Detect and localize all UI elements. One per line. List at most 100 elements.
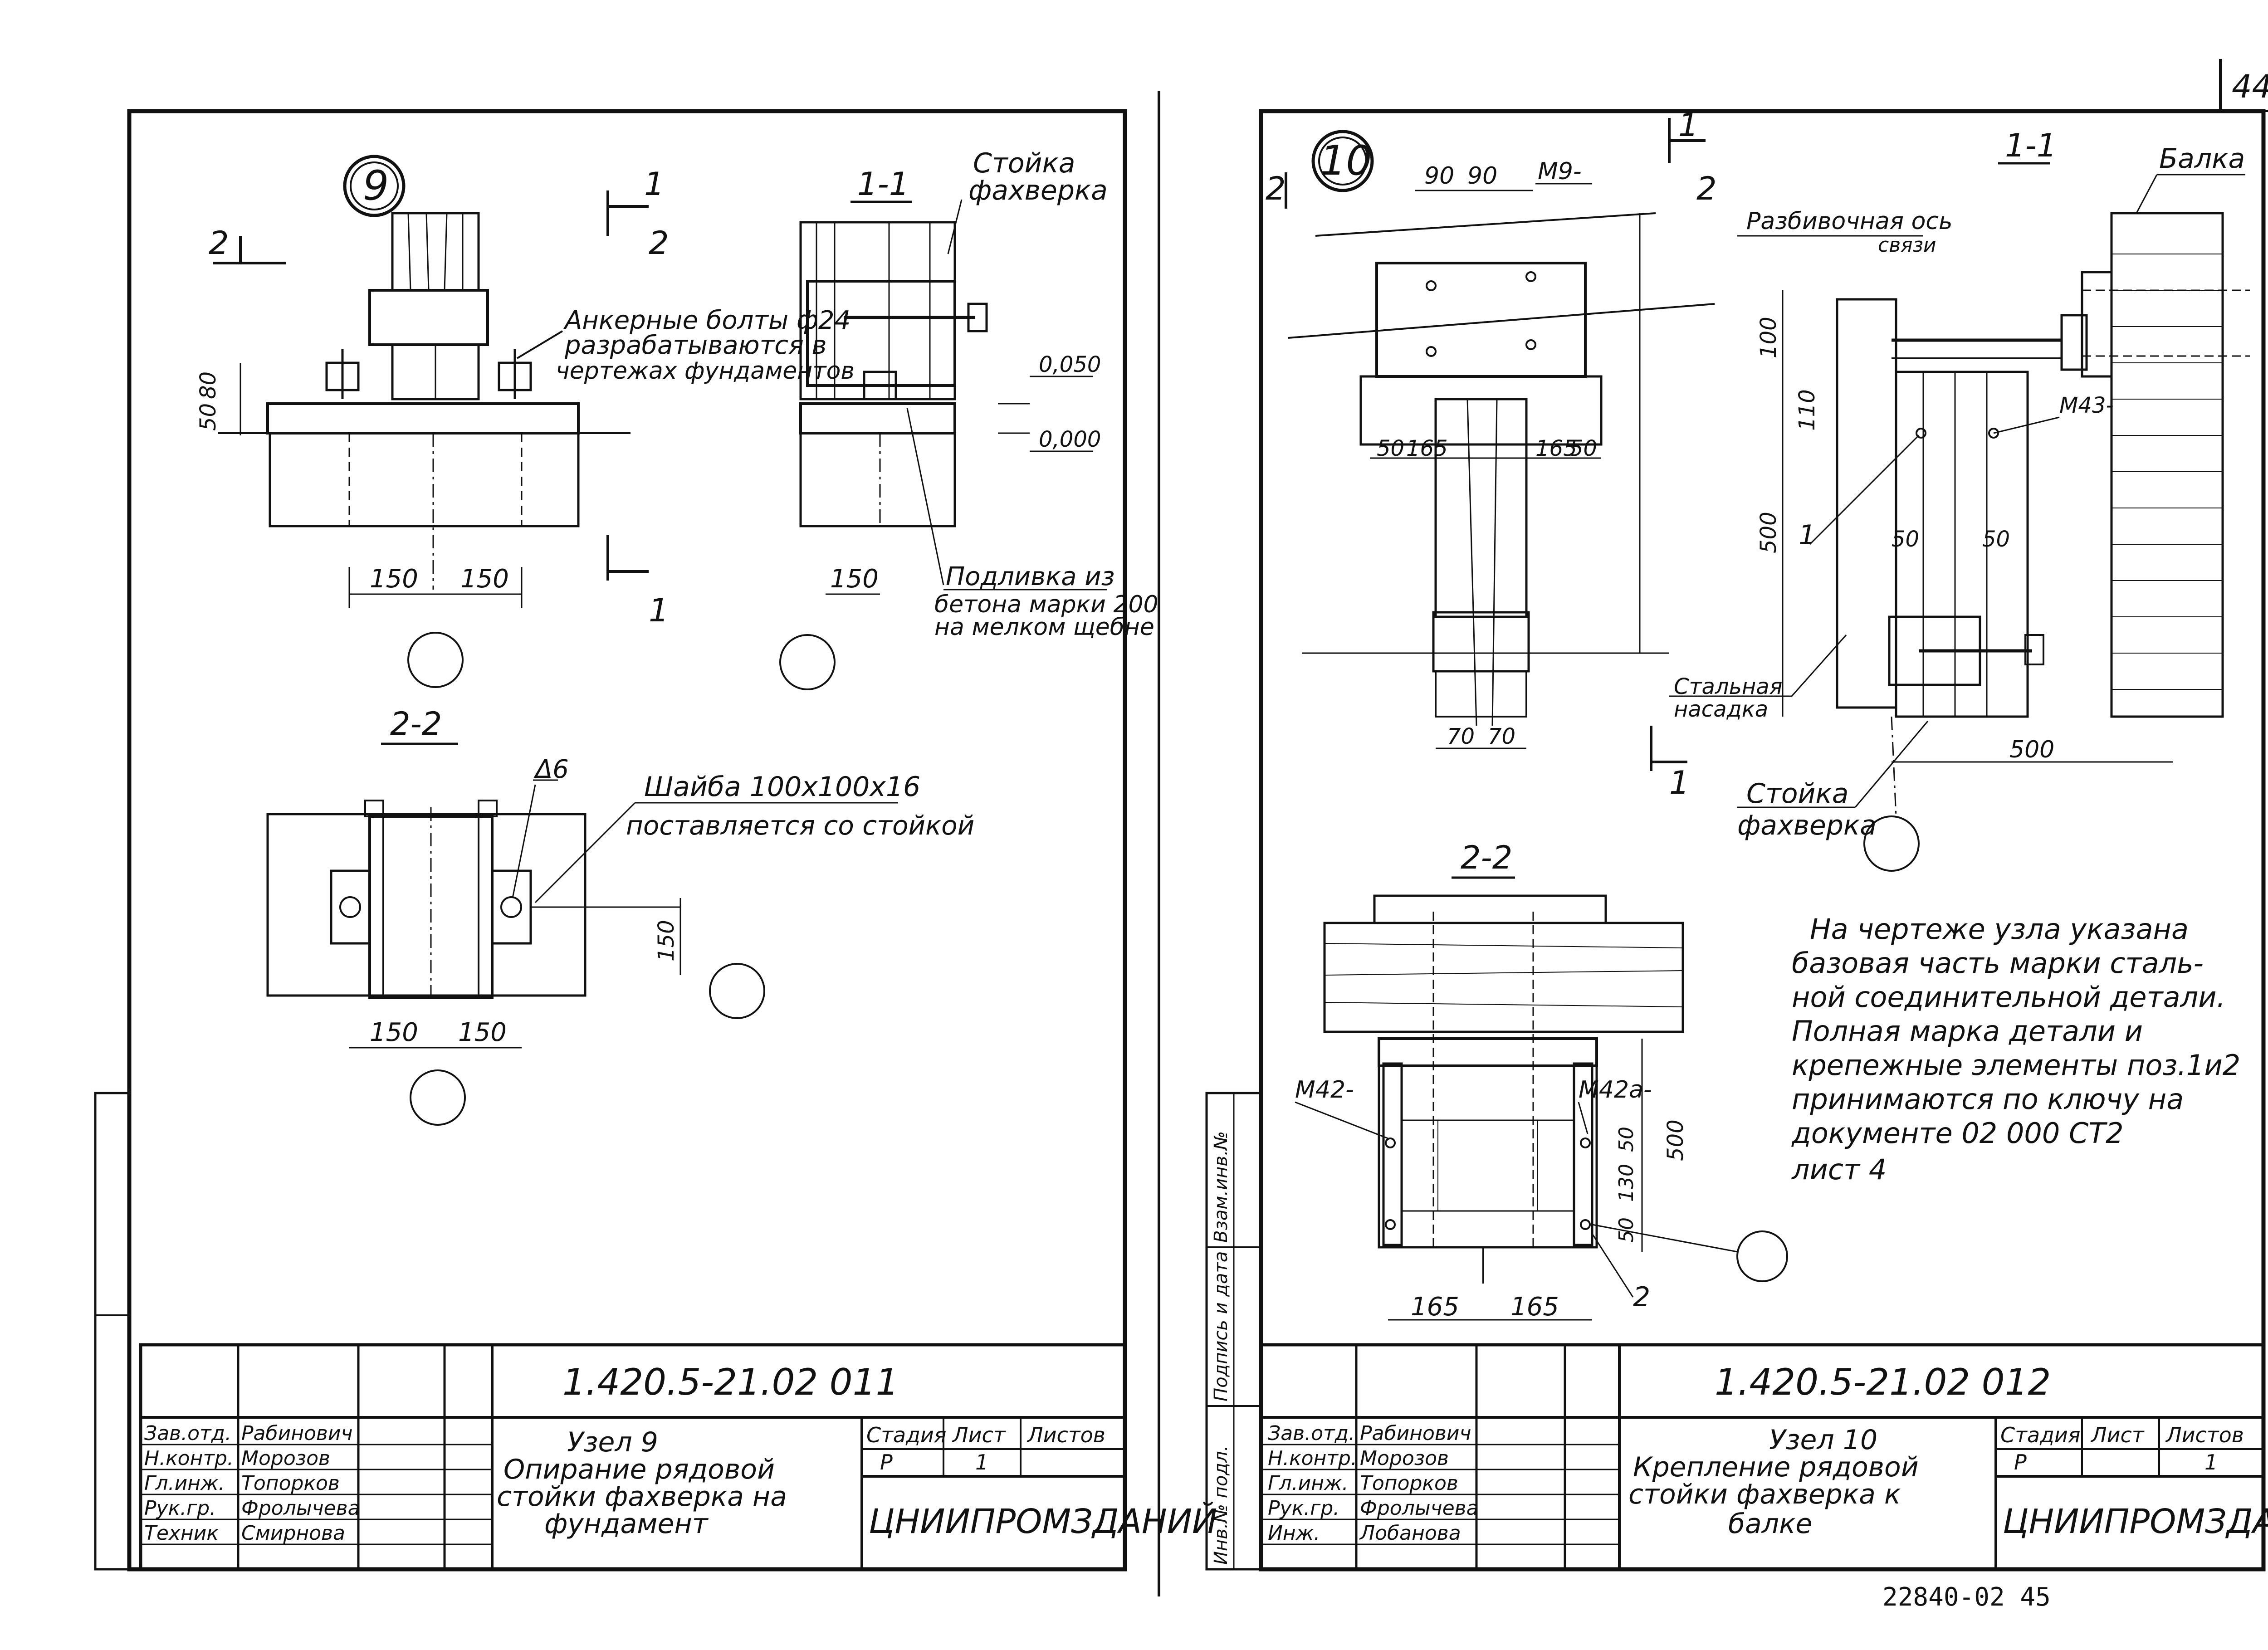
dim-50-left: 50 [1377, 436, 1404, 461]
level-0050: 0,050 [1039, 352, 1101, 377]
dim-50-22-a: 50 [1615, 1127, 1638, 1152]
right-role-1: Н.контр. [1268, 1447, 1357, 1470]
left-name-2: Топорков [241, 1472, 340, 1495]
right-cut-2-left: 2 [1266, 170, 1286, 207]
stamp-replace: Взам.инв.№ [1211, 1131, 1232, 1243]
right-sheet: 10 1 2 2 90 90 M9- 5 [1205, 107, 2268, 1571]
left-sheet: 9 2 1 2 [94, 147, 1217, 1571]
right-title-2: Крепление рядовой [1633, 1451, 1919, 1483]
node-9-number: 9 [363, 162, 389, 210]
right-role-3: Рук.гр. [1268, 1497, 1339, 1520]
right-name-0: Рабинович [1360, 1422, 1471, 1445]
section-2-2-title: 2-2 [390, 705, 442, 742]
left-stage-head: Стадия [866, 1423, 946, 1447]
cut-mark-1-top: 1 [644, 166, 665, 203]
right-stage: Р [2014, 1450, 2027, 1474]
left-org: ЦНИИПРОМЗДАНИЙ [869, 1501, 1217, 1541]
dim-150-section: 150 [830, 564, 879, 594]
beam-label: Балка [2159, 143, 2245, 175]
note-line-8: лист 4 [1791, 1153, 1887, 1186]
dim-130-22: 130 [1615, 1164, 1638, 1202]
right-sheet: 1 [2204, 1450, 2218, 1474]
cut-mark-2: 2 [209, 225, 229, 262]
right-cut-1-top: 1 [1678, 107, 1699, 144]
right-title-1: Узел 10 [1769, 1424, 1877, 1456]
section-1-1-title: 1-1 [857, 166, 909, 203]
column-label-1: Стойка [973, 147, 1075, 179]
section-1-1-drawing [799, 221, 1030, 527]
right-section-2-2-drawing [1323, 894, 1684, 1284]
right-stage-head: Стадия [2000, 1423, 2080, 1447]
right-section-2-2: 2-2 [1461, 839, 1512, 876]
dim-110: 110 [1794, 389, 1820, 431]
dim-500-horiz: 500 [2009, 736, 2054, 763]
steel-note-2: насадка [1674, 697, 1768, 722]
left-sheets-head: Листов [1026, 1423, 1105, 1447]
dim-165-right: 165 [1535, 436, 1577, 461]
right-title-4: балке [1728, 1508, 1812, 1540]
note-line-3: ной соединительной детали. [1792, 981, 2225, 1014]
washer-note-1: Шайба 100x100x16 [644, 771, 920, 803]
washer-note-2: поставляется со стойкой [626, 810, 974, 841]
left-role-3: Рук.гр. [144, 1497, 216, 1520]
callout-circle-2 [779, 634, 836, 690]
right-side-stamp [1205, 1092, 1262, 1571]
label-m42a: M42а- [1579, 1076, 1652, 1103]
left-name-4: Смирнова [241, 1522, 345, 1545]
right-name-4: Лобанова [1359, 1522, 1461, 1545]
left-role-2: Гл.инж. [144, 1472, 225, 1495]
right-cut-1-bottom: 1 [1669, 764, 1690, 801]
right-cut-2-right: 2 [1696, 170, 1717, 207]
callout-circle-1 [407, 632, 464, 688]
anchor-note-2: разрабатываются в [564, 331, 827, 360]
column-elevation [218, 212, 631, 590]
right-role-0: Зав.отд. [1268, 1422, 1355, 1445]
node-10-elevation [1288, 212, 1715, 726]
dim-150-22-a: 150 [370, 1018, 418, 1047]
node-10-circle [1311, 130, 1374, 192]
left-name-3: Фролычева [241, 1497, 360, 1520]
cut-mark-1-bottom: 1 [649, 592, 669, 629]
dim-100: 100 [1756, 317, 1781, 358]
general-note: На чертеже узла указана базовая часть ма… [1791, 913, 2240, 1186]
left-name-1: Морозов [241, 1447, 330, 1470]
note-line-2: базовая часть марки сталь- [1792, 947, 2204, 980]
bottom-code: 22840-02 45 [1882, 1582, 2051, 1612]
callout-circle-4 [410, 1069, 466, 1126]
right-doc-code: 1.420.5-21.02 012 [1715, 1361, 2051, 1403]
right-name-2: Топорков [1360, 1472, 1458, 1495]
dim-165-22-a: 165 [1411, 1292, 1459, 1322]
left-name-0: Рабинович [241, 1422, 352, 1445]
dim-165-left: 165 [1406, 436, 1448, 461]
left-title-2: Опирание рядовой [503, 1454, 775, 1485]
dim-70-a: 70 [1447, 724, 1475, 749]
pos-1-label: 1 [1799, 519, 1816, 551]
left-role-0: Зав.отд. [144, 1422, 231, 1445]
note-line-7: документе 02 000 СТ2 [1791, 1117, 2124, 1150]
grout-note-3: на мелком щебне [934, 614, 1154, 641]
stamp-sign: Подпись и дата [1211, 1251, 1232, 1401]
right-callout-circle-2 [1736, 1230, 1788, 1282]
dim-80: 80 [196, 371, 221, 399]
dim-90-b: 90 [1467, 162, 1497, 190]
section-2-2-drawing [266, 800, 680, 999]
left-role-4: Техник [144, 1522, 219, 1545]
right-section-1-1-drawing [1836, 212, 2250, 817]
anchor-note-3: чертежах фундаментов [556, 357, 855, 385]
anchor-note-1: Анкерные болты ф24 [563, 306, 850, 335]
axis-note-2: связи [1878, 234, 1936, 257]
label-m9: M9- [1538, 158, 1582, 185]
left-doc-code: 1.420.5-21.02 011 [562, 1361, 899, 1403]
label-m42: M42- [1295, 1076, 1354, 1103]
weld-symbol: Δ6 [533, 755, 569, 784]
stamp-inv: Инв.№ подл. [1211, 1445, 1232, 1565]
left-title-block [139, 1343, 1127, 1571]
dim-500-vert: 500 [1756, 512, 1781, 553]
note-line-1: На чертеже узла указана [1810, 913, 2189, 946]
node-10-number: 10 [1320, 137, 1372, 185]
right-section-1-1: 1-1 [2005, 127, 2057, 164]
grout-note-1: Подливка из [946, 562, 1114, 591]
note-line-6: принимаются по ключу на [1792, 1083, 2184, 1116]
right-title-3: стойки фахверка к [1628, 1479, 1901, 1510]
